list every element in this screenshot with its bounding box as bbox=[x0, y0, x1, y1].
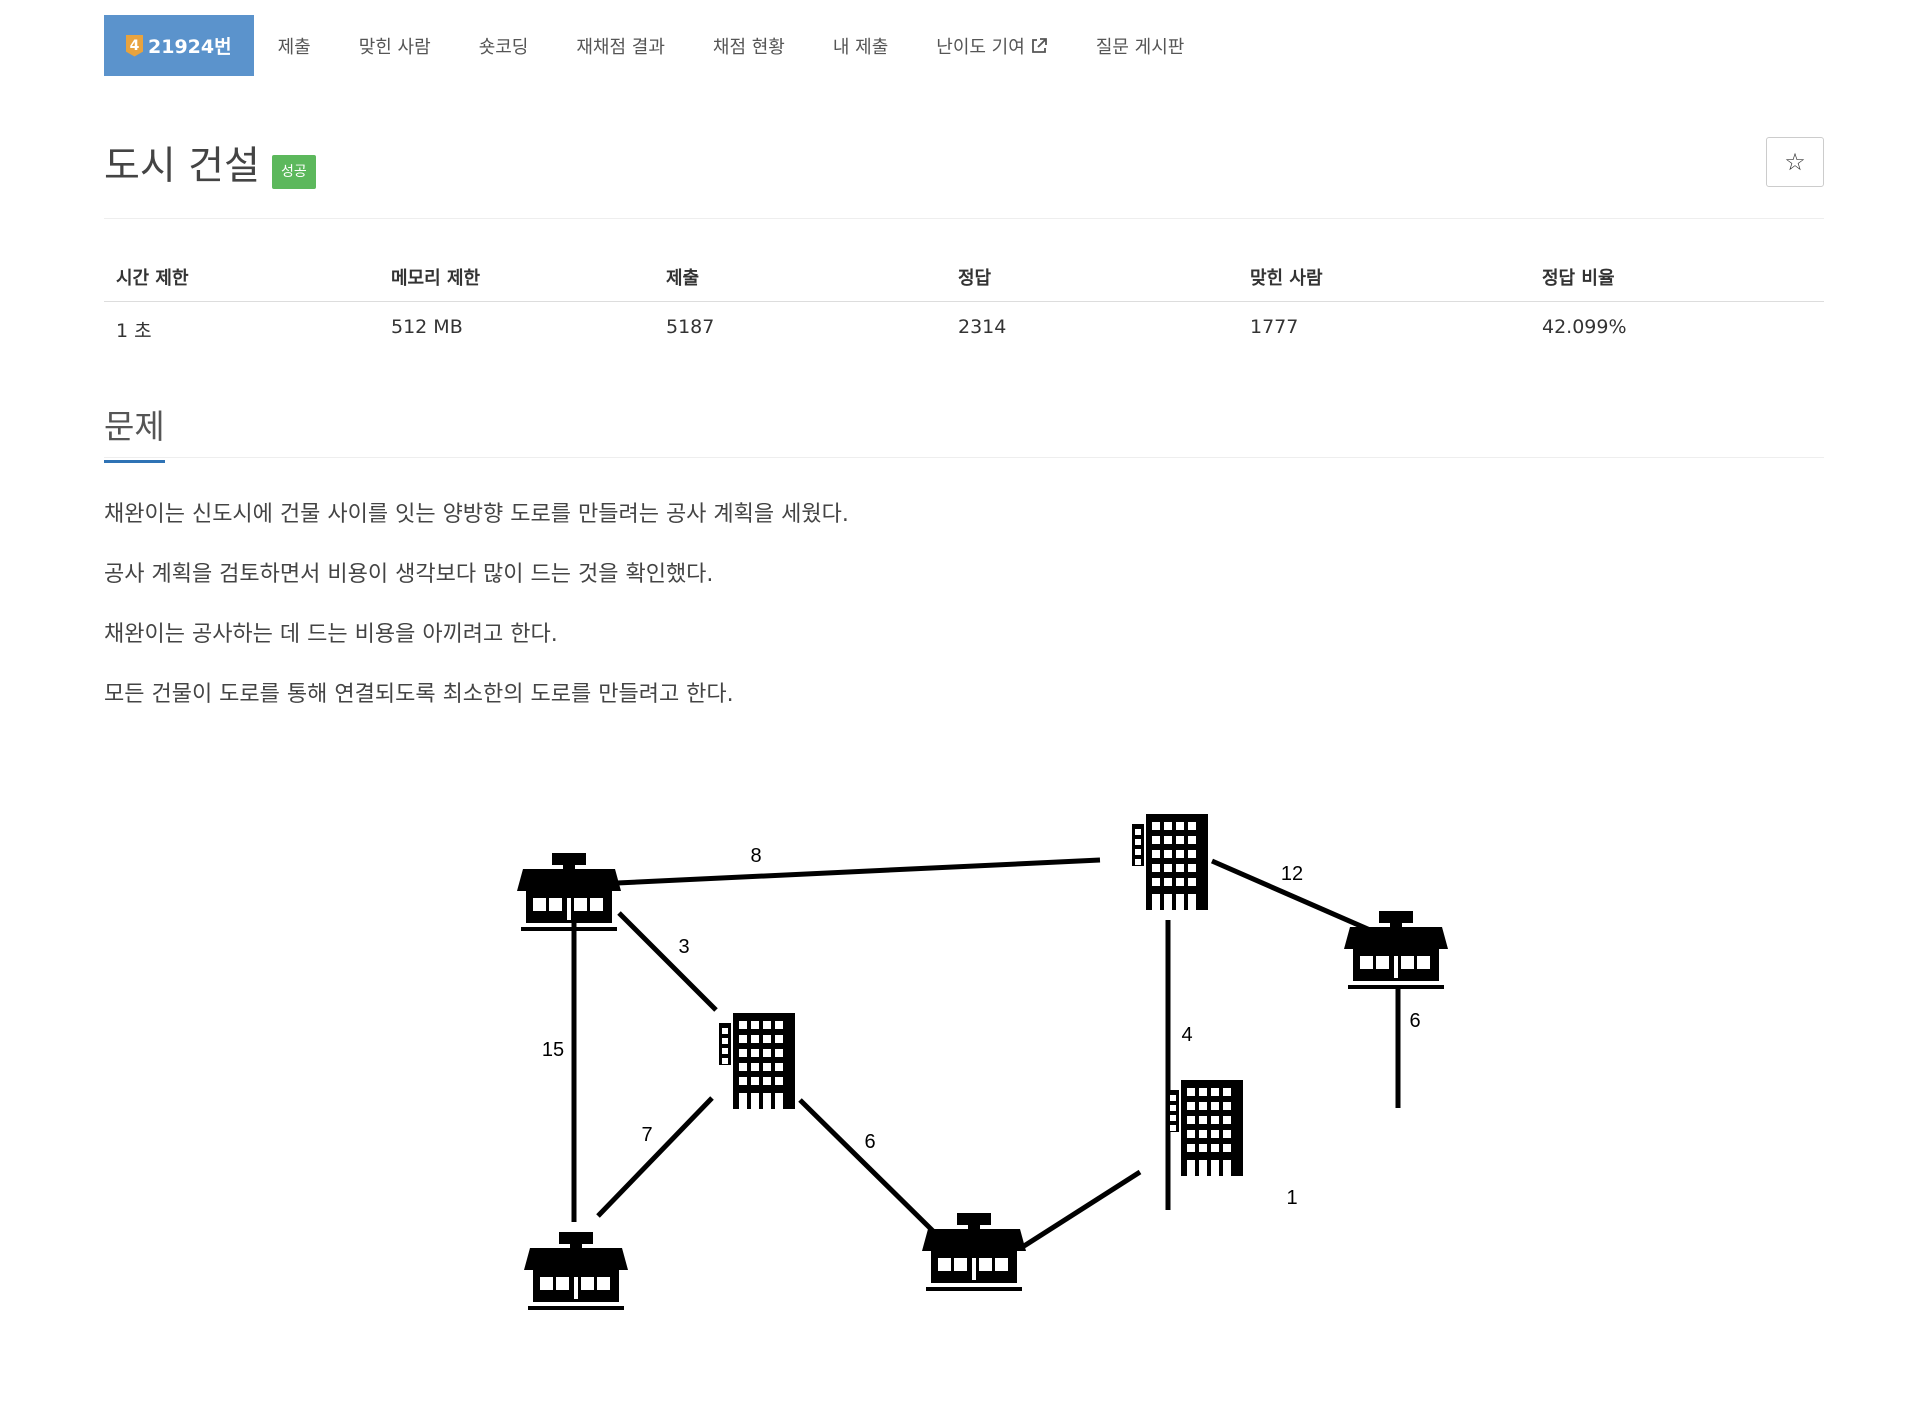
weight-label: 6 bbox=[1409, 1010, 1420, 1032]
shop-icon bbox=[517, 853, 621, 931]
paragraph: 채완이는 공사하는 데 드는 비용을 아끼려고 한다. bbox=[104, 622, 558, 647]
weight-label: 1 bbox=[1286, 1187, 1297, 1209]
road-edge bbox=[616, 857, 1101, 886]
header-solvers: 맞힌 사람 bbox=[1238, 255, 1530, 302]
paragraph: 채완이는 신도시에 건물 사이를 잇는 양방향 도로를 만들려는 공사 계획을 … bbox=[104, 502, 849, 527]
nav-problem-id-label: 21924번 bbox=[148, 36, 232, 58]
weight-label: 4 bbox=[1181, 1024, 1192, 1046]
header-ratio: 정답 비율 bbox=[1530, 255, 1824, 302]
nav-difficulty[interactable]: 난이도 기여 bbox=[912, 15, 1072, 76]
star-icon: ☆ bbox=[1784, 148, 1806, 176]
weight-label: 6 bbox=[864, 1131, 875, 1153]
weight-label: 15 bbox=[542, 1039, 564, 1061]
building-icon bbox=[1132, 814, 1208, 910]
shop-icon bbox=[922, 1213, 1026, 1291]
problem-description: 채완이는 신도시에 건물 사이를 잇는 양방향 도로를 만들려는 공사 계획을 … bbox=[104, 498, 1824, 738]
title-divider bbox=[104, 218, 1824, 219]
paragraph: 모든 건물이 도로를 통해 연결되도록 최소한의 도로를 만들려고 한다. bbox=[104, 682, 734, 707]
road-edge bbox=[617, 911, 718, 1012]
nav-status[interactable]: 채점 현황 bbox=[712, 36, 785, 58]
header-memory-limit: 메모리 제한 bbox=[379, 255, 654, 302]
road-edge bbox=[1022, 1169, 1142, 1249]
header-time-limit: 시간 제한 bbox=[104, 255, 379, 302]
weight-label: 12 bbox=[1281, 863, 1303, 885]
section-title: 문제 bbox=[104, 400, 165, 463]
shop-icon bbox=[1344, 911, 1448, 989]
city-road-diagram: 8 12 3 15 4 6 7 6 1 bbox=[517, 814, 1448, 1310]
value-submissions: 5187 bbox=[666, 315, 715, 338]
shop-icon bbox=[524, 1232, 628, 1310]
nav-short-coding[interactable]: 숏코딩 bbox=[478, 36, 529, 58]
nav-rejudge[interactable]: 재채점 결과 bbox=[576, 36, 665, 58]
problem-info-table: 시간 제한 메모리 제한 제출 정답 맞힌 사람 정답 비율 1 초 512 M… bbox=[104, 255, 1824, 351]
external-link-icon bbox=[1031, 37, 1047, 53]
section-divider bbox=[104, 457, 1824, 458]
road-edge bbox=[798, 1098, 936, 1234]
building-icon bbox=[719, 1013, 795, 1109]
tier-icon: 4 bbox=[126, 34, 143, 57]
problem-section-header: 문제 bbox=[104, 400, 1824, 463]
weight-label: 3 bbox=[678, 936, 689, 958]
table-row: 1 초 512 MB 5187 2314 1777 42.099% bbox=[104, 301, 1824, 351]
paragraph: 공사 계획을 검토하면서 비용이 생각보다 많이 드는 것을 확인했다. bbox=[104, 562, 714, 587]
header-submissions: 제출 bbox=[654, 255, 946, 302]
value-ratio: 42.099% bbox=[1542, 315, 1627, 338]
status-badge: 성공 bbox=[272, 155, 316, 189]
value-solvers: 1777 bbox=[1250, 315, 1299, 338]
title-row: 도시 건설 성공 ☆ bbox=[104, 135, 1824, 195]
page-title: 도시 건설 bbox=[104, 144, 260, 189]
value-time-limit: 1 초 bbox=[116, 319, 152, 342]
nav-difficulty-label: 난이도 기여 bbox=[936, 36, 1025, 58]
value-accepted: 2314 bbox=[958, 315, 1007, 338]
table-header-row: 시간 제한 메모리 제한 제출 정답 맞힌 사람 정답 비율 bbox=[104, 255, 1824, 302]
star-button[interactable]: ☆ bbox=[1766, 137, 1824, 187]
road-weights: 8 12 3 15 4 6 7 6 1 bbox=[542, 845, 1421, 1209]
nav-my-submissions[interactable]: 내 제출 bbox=[832, 36, 889, 58]
nav-questions[interactable]: 질문 게시판 bbox=[1095, 36, 1185, 58]
nav-solvers[interactable]: 맞힌 사람 bbox=[358, 36, 431, 58]
nav-submit[interactable]: 제출 bbox=[277, 36, 311, 58]
road-lines bbox=[571, 857, 1404, 1249]
weight-label: 7 bbox=[641, 1124, 652, 1146]
value-memory-limit: 512 MB bbox=[391, 315, 463, 338]
building-icon bbox=[1167, 1080, 1243, 1176]
weight-label: 8 bbox=[750, 845, 761, 867]
nav-problem-id[interactable]: 4 21924번 bbox=[104, 15, 254, 76]
problem-nav: 4 21924번 제출 맞힌 사람 숏코딩 재채점 결과 채점 현황 내 제출 … bbox=[104, 15, 1208, 76]
road-edge bbox=[596, 1096, 714, 1218]
header-accepted: 정답 bbox=[946, 255, 1238, 302]
